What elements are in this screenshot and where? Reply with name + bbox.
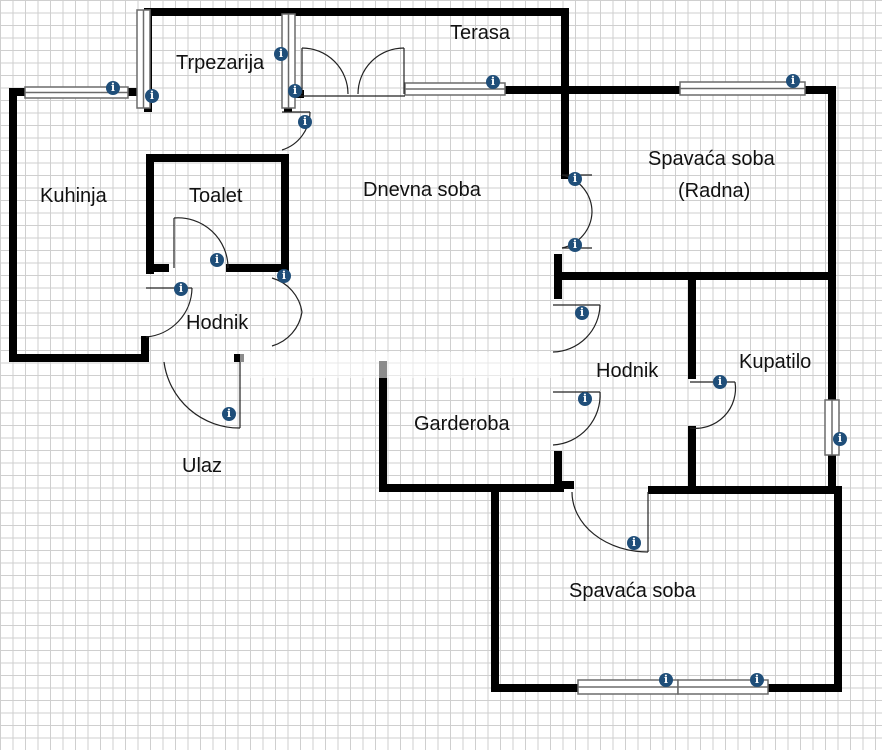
door-swing [561,211,593,249]
info-icon[interactable]: i [486,75,500,89]
doors [145,47,737,553]
info-icon[interactable]: i [288,84,302,98]
info-icon[interactable]: i [833,432,847,446]
room-label-spavaca-soba: Spavaća soba [569,580,696,602]
room-label-kuhinja: Kuhinja [40,185,107,207]
walls [9,8,842,692]
info-icon[interactable]: i [106,81,120,95]
info-icon[interactable]: i [568,172,582,186]
info-icon[interactable]: i [786,74,800,88]
windows [24,9,840,695]
info-icon[interactable]: i [174,282,188,296]
watermark [240,352,560,378]
room-label-spavaca-soba-radna: Spavaća soba [648,148,775,170]
room-label-hodnik-east: Hodnik [596,360,659,382]
door-swing [301,47,349,95]
info-icon[interactable]: i [659,673,673,687]
door-swing [561,174,593,213]
info-icon[interactable]: i [568,238,582,252]
door-swing [163,361,241,429]
door-swing [271,311,303,347]
door-swing [271,277,303,313]
info-icon[interactable]: i [145,89,159,103]
info-icon[interactable]: i [575,306,589,320]
room-label-hodnik-west: Hodnik [186,312,249,334]
door-swing [357,47,405,95]
info-icon[interactable]: i [713,375,727,389]
info-icon[interactable]: i [627,536,641,550]
door-swing [145,287,193,338]
info-icon[interactable]: i [750,673,764,687]
door-swing [689,381,737,429]
room-label-garderoba: Garderoba [414,413,510,435]
room-label-radna-sublabel: (Radna) [678,180,751,202]
door-swing [173,217,229,269]
info-icon[interactable]: i [298,115,312,129]
info-icon[interactable]: i [578,392,592,406]
door-swing [552,391,601,446]
info-icon[interactable]: i [277,269,291,283]
door-swing [571,491,649,553]
room-label-toalet: Toalet [189,185,243,207]
room-label-ulaz: Ulaz [182,455,223,477]
room-label-kupatilo: Kupatilo [739,351,812,373]
room-label-trpezarija: Trpezarija [176,52,265,74]
info-icon[interactable]: i [222,407,236,421]
room-label-terasa: Terasa [450,22,511,44]
door-swing [552,304,601,353]
info-icon[interactable]: i [274,47,288,61]
info-icon[interactable]: i [210,253,224,267]
room-label-dnevna-soba: Dnevna soba [363,179,481,201]
